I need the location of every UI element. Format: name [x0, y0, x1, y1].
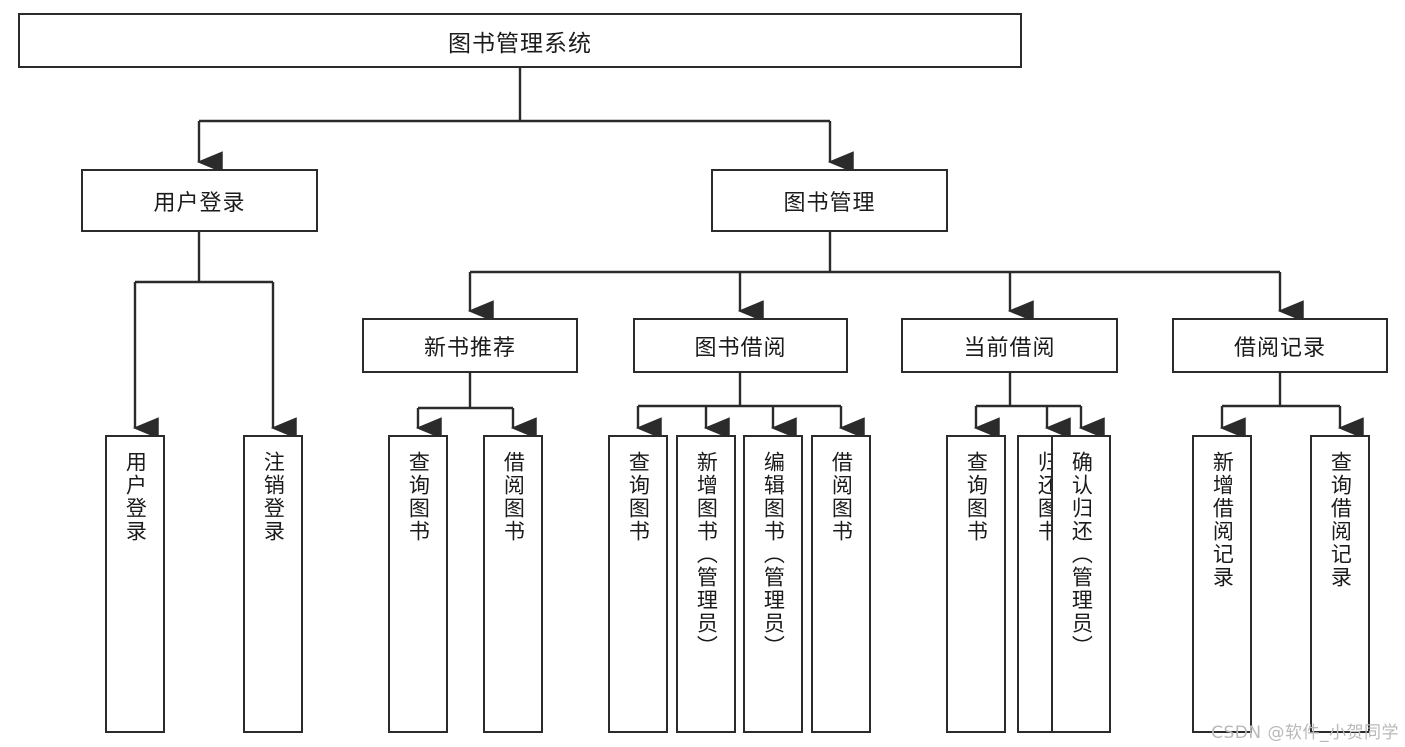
- leaf-current-query-book-label: 查询图书: [964, 451, 989, 543]
- leaf-records-add-record-label: 新增借阅记录: [1210, 451, 1235, 589]
- leaf-logout-label: 注销登录: [261, 451, 286, 543]
- node-current-borrow-label: 当前借阅: [963, 335, 1056, 361]
- node-root[interactable]: 图书管理系统: [18, 13, 1022, 68]
- leaf-current-confirm-return-admin[interactable]: 确认归还（管理员）: [1051, 435, 1111, 733]
- node-book-borrow[interactable]: 图书借阅: [633, 318, 848, 373]
- node-book-management-label: 图书管理: [783, 190, 876, 216]
- leaf-borrow-query-book[interactable]: 查询图书: [608, 435, 668, 733]
- leaf-records-query-record-label: 查询借阅记录: [1328, 451, 1353, 589]
- leaf-user-login[interactable]: 用户登录: [105, 435, 165, 733]
- leaf-borrow-book-label: 借阅图书: [829, 451, 854, 543]
- node-book-borrow-label: 图书借阅: [694, 335, 787, 361]
- leaf-logout[interactable]: 注销登录: [243, 435, 303, 733]
- node-new-book-recommend-label: 新书推荐: [423, 335, 516, 361]
- leaf-recommend-query-book-label: 查询图书: [406, 451, 431, 543]
- node-book-management[interactable]: 图书管理: [711, 169, 948, 232]
- watermark: CSDN @软件_小贺同学: [1211, 723, 1399, 743]
- leaf-borrow-book[interactable]: 借阅图书: [811, 435, 871, 733]
- node-user-login-label: 用户登录: [153, 190, 246, 216]
- leaf-recommend-borrow-book-label: 借阅图书: [501, 451, 526, 543]
- leaf-user-login-label: 用户登录: [123, 451, 148, 543]
- node-new-book-recommend[interactable]: 新书推荐: [362, 318, 578, 373]
- leaf-current-query-book[interactable]: 查询图书: [946, 435, 1006, 733]
- leaf-borrow-edit-book-admin-label: 编辑图书（管理员）: [761, 451, 786, 658]
- leaf-recommend-borrow-book[interactable]: 借阅图书: [483, 435, 543, 733]
- leaf-records-query-record[interactable]: 查询借阅记录: [1310, 435, 1370, 733]
- node-borrow-records-label: 借阅记录: [1233, 335, 1326, 361]
- leaf-current-confirm-return-admin-label: 确认归还（管理员）: [1069, 451, 1094, 658]
- leaf-borrow-query-book-label: 查询图书: [626, 451, 651, 543]
- node-current-borrow[interactable]: 当前借阅: [901, 318, 1118, 373]
- leaf-recommend-query-book[interactable]: 查询图书: [388, 435, 448, 733]
- node-user-login[interactable]: 用户登录: [81, 169, 318, 232]
- node-borrow-records[interactable]: 借阅记录: [1172, 318, 1388, 373]
- node-root-label: 图书管理系统: [448, 30, 592, 57]
- leaf-borrow-add-book-admin[interactable]: 新增图书（管理员）: [676, 435, 736, 733]
- leaf-borrow-edit-book-admin[interactable]: 编辑图书（管理员）: [743, 435, 803, 733]
- leaf-records-add-record[interactable]: 新增借阅记录: [1192, 435, 1252, 733]
- leaf-borrow-add-book-admin-label: 新增图书（管理员）: [694, 451, 719, 658]
